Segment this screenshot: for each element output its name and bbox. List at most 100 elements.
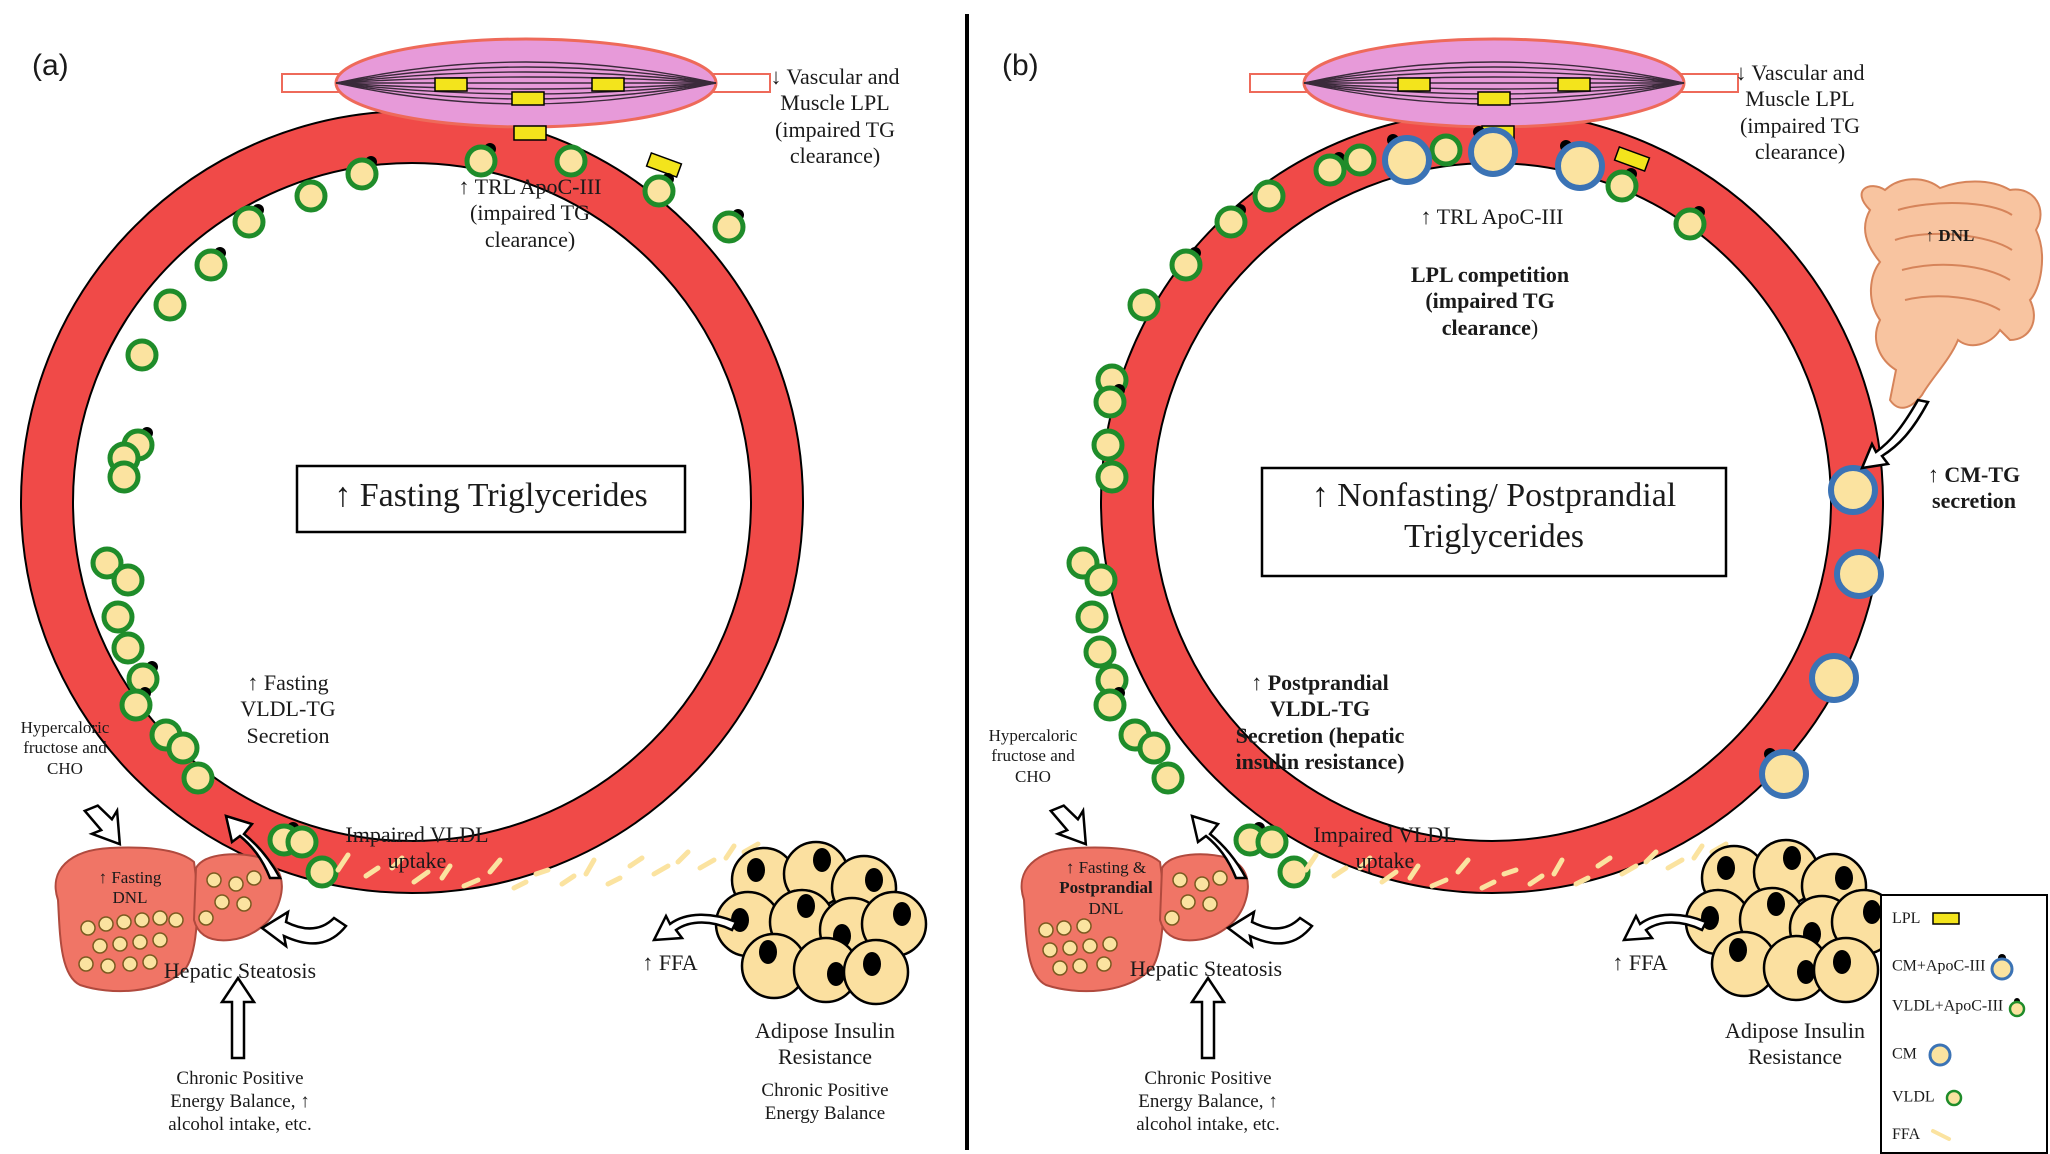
cm-icon: [1928, 1043, 1952, 1067]
panel-letter-b: (b): [1002, 49, 1039, 82]
ffa-streak: [1527, 873, 1545, 887]
cm-apoc-particle: [1382, 134, 1432, 185]
legend-item-vldl-apoc: VLDL+ApoC-III: [1892, 996, 2027, 1018]
ffa-streak: [1429, 877, 1449, 889]
adipose-label-b: Adipose Insulin Resistance: [1725, 1018, 1865, 1070]
vldl-icon: [1945, 1089, 1963, 1107]
ffa-streak: [533, 867, 551, 877]
ffa-streak: [511, 879, 529, 891]
cm-particles-b: [1382, 126, 1884, 799]
vldl-particle: [285, 825, 319, 859]
energy-label-a: Chronic Positive Energy Balance, ↑ alcoh…: [168, 1068, 312, 1135]
ffa-label-b: ↑ FFA: [1612, 950, 1668, 975]
ffa-streak: [605, 875, 623, 887]
diet-label-a: Hypercaloric fructose and CHO: [20, 718, 110, 778]
ffa-streak: [723, 843, 737, 861]
trl-label-a: ↑ TRL ApoC-III (impaired TG clearance): [458, 174, 602, 252]
legend-item-vldl: VLDL: [1892, 1088, 1964, 1108]
ffa-streak: [1357, 855, 1373, 871]
vldl-particle: [1151, 761, 1185, 795]
ffa-icon: [1931, 1129, 1952, 1142]
legend-item-cm: CM: [1892, 1042, 1953, 1068]
adipose-label-a: Adipose Insulin Resistance: [755, 1018, 895, 1070]
vldl-particle: [1255, 825, 1289, 859]
liver-label-a: ↑ Fasting DNL: [98, 868, 162, 908]
liver-label-b: ↑ Fasting & Postprandial DNL: [1059, 858, 1153, 918]
steatosis-label-b: Hepatic Steatosis: [1129, 956, 1283, 981]
vldl-particle: [1091, 428, 1125, 462]
vldl-particle: [90, 546, 124, 580]
diet-label-b: Hypercaloric fructose and CHO: [988, 726, 1078, 786]
ffa-streak: [559, 873, 577, 887]
vldl-apoc-particle: [712, 209, 746, 244]
vldl-apoc-particle: [1673, 206, 1707, 241]
cm-apoc-particle: [1468, 126, 1518, 177]
ffa-streaks-b: [1303, 841, 1729, 891]
ffa-streak: [1573, 875, 1591, 887]
ffa-streak: [627, 855, 645, 869]
cm-secretion-label: ↑ CM-TG secretion: [1927, 462, 2021, 514]
vldl-particle: [111, 563, 145, 597]
liver-b: [1020, 846, 1249, 993]
adipocyte-cell: [792, 936, 860, 1004]
vldl-particle: [166, 731, 200, 765]
lpl-marker: [645, 151, 683, 179]
vldl-particle: [1095, 460, 1129, 494]
vldl-particles-a: [90, 143, 746, 889]
liver-a: [54, 846, 283, 993]
vldl-particle: [125, 338, 159, 372]
cm-apoc-icon: [1990, 954, 2014, 981]
muscle-b: [1249, 37, 1739, 129]
title-box-a: [295, 464, 687, 534]
ffa-streak: [1407, 863, 1421, 881]
legend-item-ffa: FFA: [1892, 1126, 1953, 1144]
ffa-streak: [1643, 849, 1659, 865]
ffa-streak: [1303, 852, 1319, 873]
lpl-marker: [1613, 145, 1651, 173]
ffa-streak: [675, 849, 691, 865]
vldl-particle: [1084, 563, 1118, 597]
center-title-b: ↑ Nonfasting/ Postprandial Triglycerides: [1311, 477, 1677, 555]
dnl-gut-label: ↑ DNL: [1925, 226, 1975, 245]
adipose-cells-a: [714, 840, 928, 1006]
legend: LPL CM+ApoC-III VLDL+ApoC-III CM VLDL FF…: [1880, 894, 2048, 1154]
vldl-apoc-particle: [1093, 384, 1127, 419]
panel-letter-a: (a): [32, 49, 69, 82]
legend-item-cm-apoc: CM+ApoC-III: [1892, 952, 2015, 982]
ffa-streak: [461, 877, 481, 889]
vldl-apoc-particle: [1313, 152, 1347, 187]
adipocyte-cell: [740, 932, 808, 1000]
adipose-sublabel-a: Chronic Positive Energy Balance: [761, 1080, 889, 1124]
ffa-streak: [1551, 857, 1565, 877]
adipocyte-cell: [842, 938, 910, 1006]
vldl-apoc-particle: [1169, 247, 1203, 282]
ffa-streak: [1479, 879, 1497, 891]
trl-label-b: ↑ TRL ApoC-III: [1420, 204, 1564, 229]
cm-particle: [1809, 653, 1859, 703]
vldl-apoc-particle: [464, 143, 498, 178]
impaired-label-a: Impaired VLDL uptake: [345, 822, 489, 874]
vldl-apoc-particle: [1214, 204, 1248, 239]
ffa-streak: [651, 863, 671, 877]
ffa-streak: [335, 852, 351, 873]
ffa-streak: [389, 855, 405, 871]
vldl-particle: [1343, 143, 1377, 177]
lpl-icon: [1932, 912, 1960, 926]
vldl-apoc-particle: [232, 204, 266, 239]
ffa-streak: [363, 865, 381, 879]
cm-apoc-particle: [1555, 140, 1605, 191]
vldl-apoc-particle: [1093, 687, 1127, 722]
title-box-b: [1260, 466, 1728, 578]
vldl-particle: [107, 460, 141, 494]
vldl-apoc-particle: [345, 156, 379, 191]
ffa-streak: [439, 863, 453, 881]
impaired-label-b: Impaired VLDL uptake: [1313, 822, 1457, 874]
adipocyte-cell: [1762, 934, 1830, 1002]
vldl-particle: [111, 631, 145, 665]
adipose-cells-b: [1684, 838, 1898, 1004]
lpl-competition-b: LPL competition (impaired TG clearance): [1410, 262, 1570, 340]
ffa-streaks-a: [335, 841, 761, 891]
ffa-streak: [741, 841, 761, 855]
legend-item-lpl: LPL: [1892, 910, 1960, 928]
